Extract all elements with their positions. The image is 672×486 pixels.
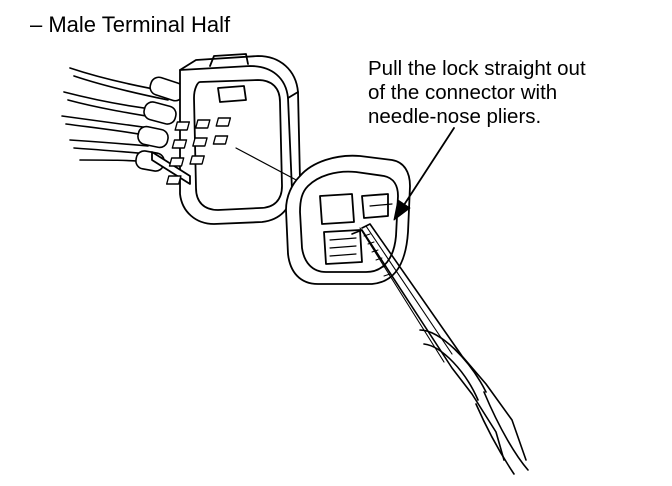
callout-arrow (393, 127, 455, 221)
male-terminal-half (151, 53, 301, 225)
needle-nose-pliers (351, 223, 529, 475)
callout-line-1: Pull the lock straight out (368, 57, 586, 80)
male-pins (165, 117, 232, 185)
alignment-line (235, 147, 301, 183)
callout-line-3: needle-nose pliers. (368, 105, 542, 128)
diagram-title: – Male Terminal Half (30, 12, 231, 37)
wire-seals (135, 76, 185, 172)
instruction-callout: Pull the lock straight out of the connec… (368, 57, 586, 129)
callout-line-2: of the connector with (368, 81, 558, 104)
